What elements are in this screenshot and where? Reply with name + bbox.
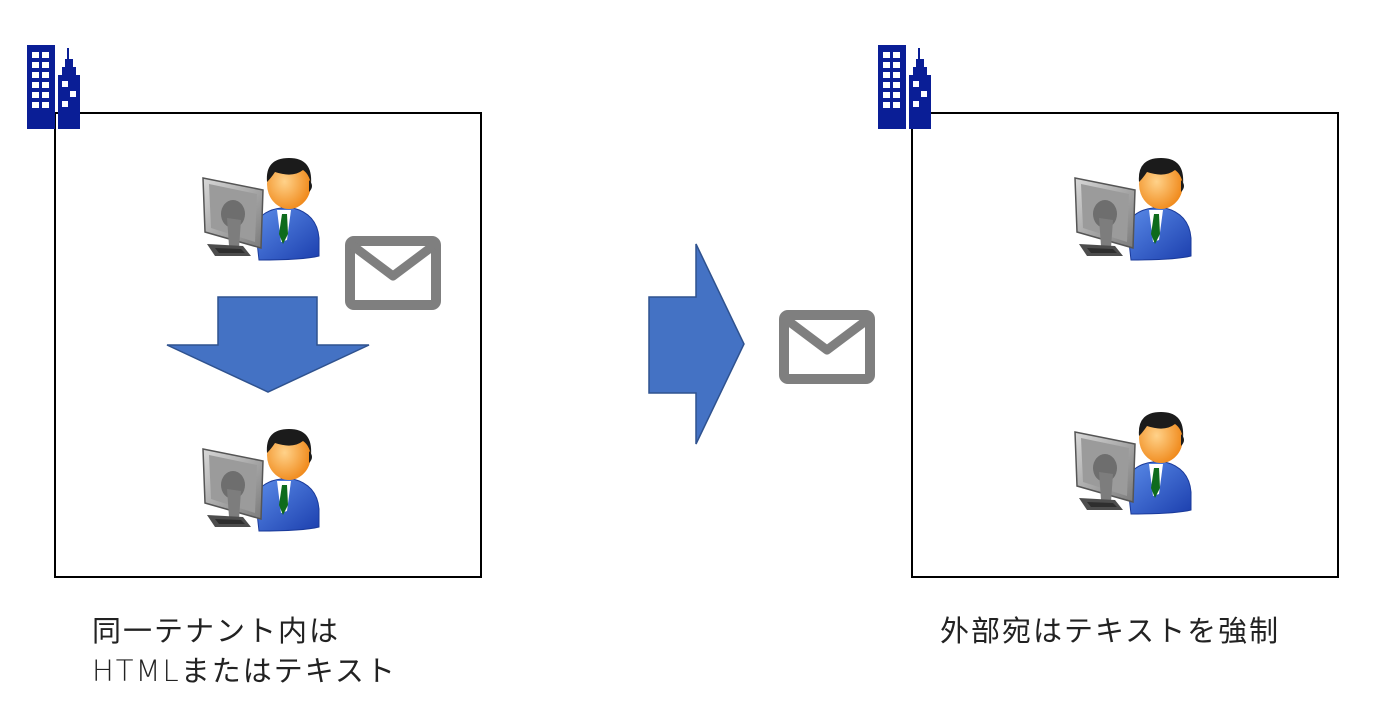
user-computer-icon — [1065, 152, 1195, 267]
caption-line-1: 同一テナント内は — [92, 614, 341, 648]
mail-icon — [779, 310, 875, 384]
caption-line-2: HTMLまたはテキスト — [92, 654, 397, 688]
user-computer-icon — [1065, 406, 1195, 521]
down-arrow — [165, 296, 371, 394]
right-arrow — [647, 242, 747, 447]
building-icon — [878, 45, 934, 131]
user-computer-icon — [193, 423, 323, 538]
caption-line-1: 外部宛はテキストを強制 — [940, 614, 1281, 648]
left-tenant-caption: 同一テナント内は HTMLまたはテキスト — [92, 611, 397, 691]
building-icon — [27, 45, 83, 131]
user-computer-icon — [193, 152, 323, 267]
right-tenant-caption: 外部宛はテキストを強制 — [940, 611, 1280, 651]
